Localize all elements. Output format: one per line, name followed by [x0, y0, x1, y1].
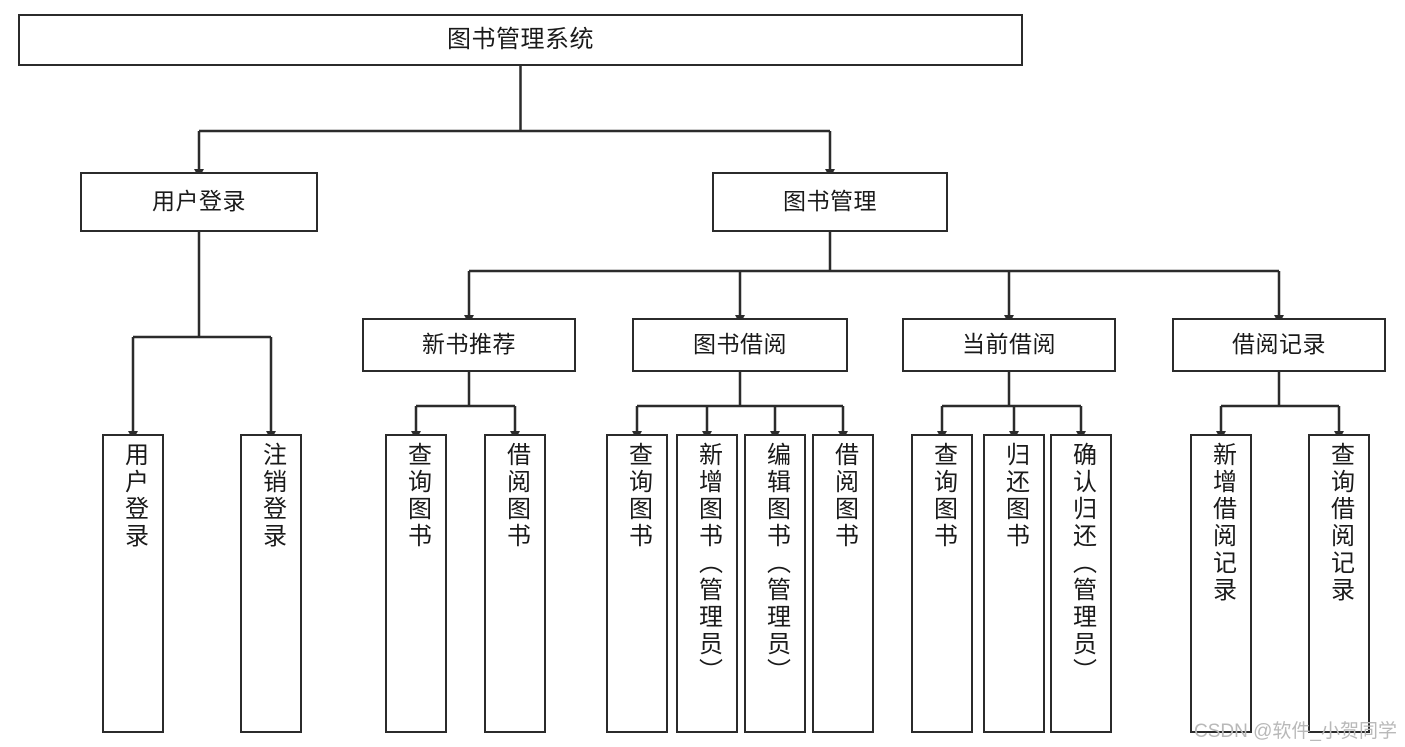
node-label: 查询图书: [624, 442, 652, 550]
node-leaf-new-1[interactable]: 查询图书: [385, 434, 447, 733]
node-label: 新增图书（管理员）: [694, 442, 722, 685]
node-label: 注销登录: [258, 442, 286, 550]
node-borrow[interactable]: 图书借阅: [632, 318, 848, 372]
node-label: 查询借阅记录: [1326, 442, 1354, 604]
node-root[interactable]: 图书管理系统: [18, 14, 1023, 66]
node-leaf-rec-1[interactable]: 新增借阅记录: [1190, 434, 1252, 733]
node-leaf-bor-4[interactable]: 借阅图书: [812, 434, 874, 733]
node-leaf-login-2[interactable]: 注销登录: [240, 434, 302, 733]
node-newbook[interactable]: 新书推荐: [362, 318, 576, 372]
node-label: 查询图书: [929, 442, 957, 550]
node-login[interactable]: 用户登录: [80, 172, 318, 232]
watermark-label: CSDN @软件_小贺同学: [1194, 721, 1397, 742]
node-leaf-cur-1[interactable]: 查询图书: [911, 434, 973, 733]
node-label: 归还图书: [1001, 442, 1029, 550]
node-label: 新增借阅记录: [1208, 442, 1236, 604]
node-label: 确认归还（管理员）: [1068, 442, 1096, 685]
node-label: 查询图书: [403, 442, 431, 550]
node-leaf-new-2[interactable]: 借阅图书: [484, 434, 546, 733]
node-label: 借阅图书: [502, 442, 530, 550]
node-leaf-bor-2[interactable]: 新增图书（管理员）: [676, 434, 738, 733]
node-label: 图书管理系统: [447, 25, 594, 53]
node-leaf-cur-2[interactable]: 归还图书: [983, 434, 1045, 733]
edge-group: [128, 66, 1344, 440]
node-label: 当前借阅: [962, 331, 1056, 358]
node-leaf-bor-1[interactable]: 查询图书: [606, 434, 668, 733]
node-label: 用户登录: [152, 188, 246, 215]
node-leaf-cur-3[interactable]: 确认归还（管理员）: [1050, 434, 1112, 733]
node-current[interactable]: 当前借阅: [902, 318, 1116, 372]
node-leaf-bor-3[interactable]: 编辑图书（管理员）: [744, 434, 806, 733]
node-label: 借阅图书: [830, 442, 858, 550]
node-leaf-login-1[interactable]: 用户登录: [102, 434, 164, 733]
node-leaf-rec-2[interactable]: 查询借阅记录: [1308, 434, 1370, 733]
node-label: 借阅记录: [1232, 331, 1326, 358]
node-bookmgmt[interactable]: 图书管理: [712, 172, 948, 232]
node-label: 图书借阅: [693, 331, 787, 358]
node-label: 新书推荐: [422, 331, 516, 358]
node-label: 用户登录: [120, 442, 148, 550]
node-records[interactable]: 借阅记录: [1172, 318, 1386, 372]
node-label: 编辑图书（管理员）: [762, 442, 790, 685]
node-label: 图书管理: [783, 188, 877, 215]
